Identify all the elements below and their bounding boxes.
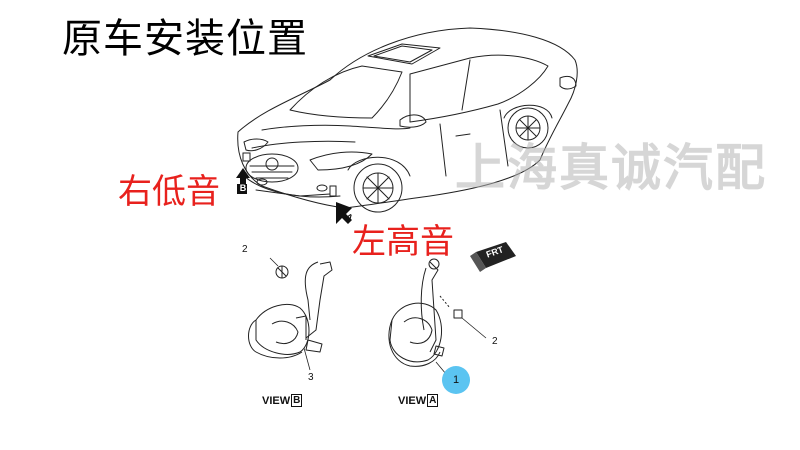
horn-view-a [388, 258, 487, 375]
view-b-letter: B [291, 394, 303, 407]
sunroof [367, 43, 441, 65]
right-low-label: 右低音 [118, 172, 220, 212]
callout-view-a-bolt: 2 [492, 336, 498, 347]
windshield [289, 65, 403, 119]
view-a-letter: A [427, 394, 439, 407]
side-windows [409, 54, 549, 123]
watermark: 上海真诚汽配 [455, 139, 767, 197]
front-wheel [353, 163, 403, 213]
view-b-prefix: VIEW [262, 394, 291, 407]
bolt-icon [428, 258, 440, 270]
grille [245, 153, 299, 183]
callout-view-b-bolt: 2 [242, 244, 248, 255]
rear-wheel [507, 107, 549, 149]
page-title: 原车安装位置 [62, 16, 308, 62]
horn-position-a [329, 185, 352, 224]
right-headlight [243, 138, 269, 152]
marker-b: B [239, 183, 247, 193]
front-direction-icon [470, 242, 516, 272]
view-a-prefix: VIEW [398, 394, 427, 407]
horn-view-b [248, 257, 333, 371]
view-a-label: VIEW A [398, 394, 439, 407]
left-headlight [309, 151, 373, 171]
callout-view-b-bracket: 3 [308, 372, 314, 383]
horn-position-b [236, 152, 251, 194]
view-b-label: VIEW B [262, 394, 303, 407]
side-mirror [399, 114, 427, 128]
car-body-outline [237, 27, 578, 209]
left-high-label: 左高音 [352, 222, 454, 262]
callout-view-a-horn: 1 [442, 366, 470, 394]
